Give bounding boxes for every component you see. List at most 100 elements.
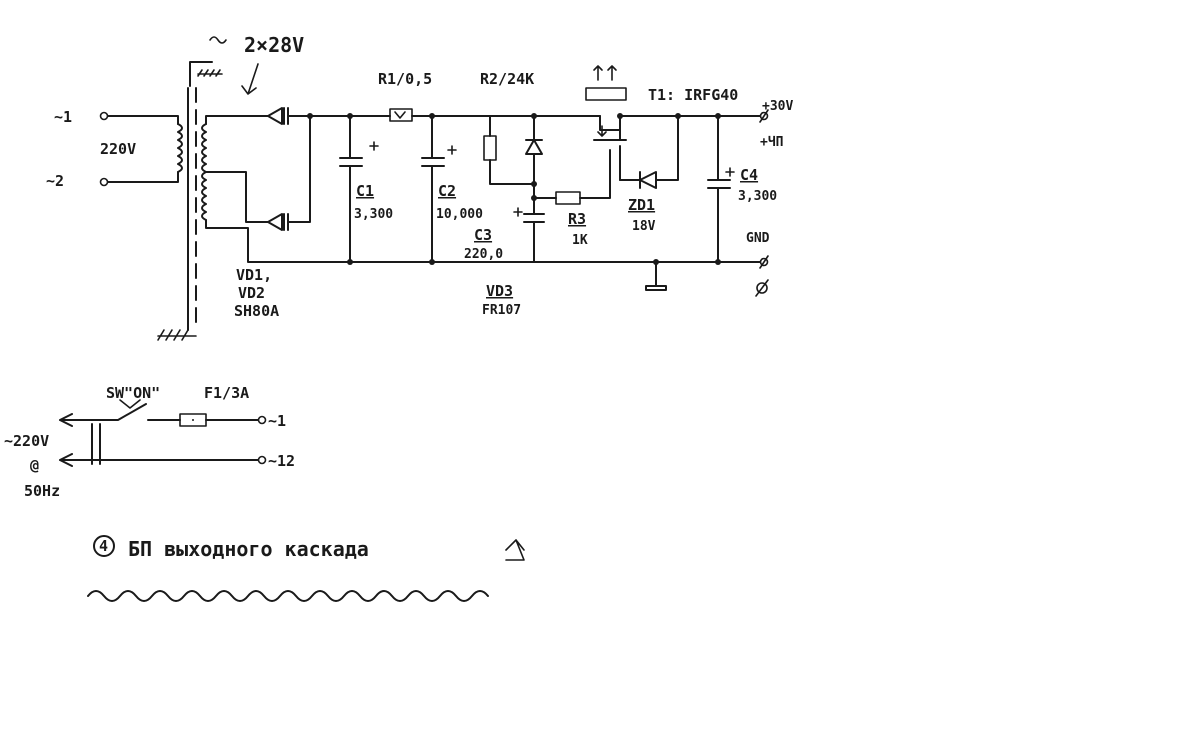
resistor-r1-mark [394,111,406,119]
label-vd3-part: FR107 [482,303,521,318]
label-mains-out-1: ~1 [268,412,286,430]
label-r1: R1/0,5 [378,70,432,88]
resistor-r1-icon [389,108,413,122]
label-input-2: ~2 [46,172,64,190]
plus-icon [447,145,457,155]
r2-wire-bottom [489,159,535,185]
label-diode-part: SH80A [234,302,279,320]
label-c1-value: 3,300 [354,207,393,222]
label-fuse: F1/3A [204,384,249,402]
circled-number-badge [93,535,115,557]
label-c4-name: C4 [740,166,758,184]
diode-vd2-icon [267,213,283,231]
transformer [99,36,761,341]
label-out-plus: +30V [762,99,793,114]
label-vd1: VD1, [236,266,272,284]
label-out-plus-2: +ЧП [760,135,783,150]
label-mains-at: @ [30,456,39,474]
label-caption: БП выходного каскада [128,537,369,561]
label-r3-name: R3 [568,210,586,228]
label-input-1: ~1 [54,108,72,126]
label-t1: T1: IRFG40 [648,86,738,104]
capacitor-c3-icon [523,213,545,263]
junction-dot [307,113,313,119]
primary-wire-bottom [107,171,179,183]
capacitor-c4-icon [707,115,731,263]
label-c3-name: C3 [474,226,492,244]
ground-rail [205,219,761,263]
junction-dot [429,113,435,119]
terminal-null-slash [755,279,769,297]
chassis-ground-icon [645,285,667,291]
label-vd2: VD2 [238,284,265,302]
junction-dot [429,259,435,265]
primary-wire-top [107,115,179,125]
bias-network [483,113,611,263]
secondary-top-wire [205,115,269,125]
mains-wire-2 [59,453,259,467]
output-terminal-plus [759,111,769,121]
terminal-slash-icon [759,255,769,269]
junction-dot [715,259,721,265]
screen-ground-wire [189,61,213,87]
rectifier-diodes [267,107,391,231]
label-mains-switch: SW"ON" [106,384,160,402]
tilde-icon [209,36,227,44]
diode-vd1-icon [267,107,283,125]
arrow-icon [241,63,259,95]
output-terminals [645,109,769,297]
heat-arrows-icon [593,65,617,81]
label-secondary-voltage: 2×28V [244,33,304,57]
junction-dot [653,259,659,265]
core-ground-icon [157,329,197,341]
caption-block [87,535,525,602]
capacitor-c2-icon [421,115,445,263]
junction-dot [347,113,353,119]
zener-zd1-icon [639,171,657,189]
label-zd1-value: 18V [632,219,656,234]
label-gnd: GND [746,231,770,246]
switch-actuator-icon [119,399,141,409]
mains-plug-icon [91,423,101,465]
label-c4-value: 3,300 [738,189,777,204]
label-mains-freq: 50Hz [24,482,60,500]
primary-coil [177,123,183,173]
mosfet-t1 [585,65,761,181]
zd1-wire-right [655,115,679,181]
resistor-r3-icon [555,191,581,205]
junction-dot [617,113,623,119]
junction-dot [531,181,537,187]
wavy-underline [87,590,489,602]
input-terminal-2 [99,177,109,187]
mosfet-drain [599,115,621,131]
capacitor-c1 [339,113,379,265]
diode-vd3-icon [525,139,543,155]
mains-terminal-2 [257,455,267,465]
zener-zd1 [619,113,681,189]
label-vd3-name: VD3 [486,282,513,300]
plus-icon [369,141,379,151]
heatsink-icon [585,87,627,101]
junction-dot [347,259,353,265]
label-c3-value: 220,0 [464,247,503,262]
mosfet-arrow-icon [597,125,607,137]
output-terminal-gnd [759,257,769,267]
capacitor-c2 [421,113,457,265]
label-r2: R2/24K [480,70,534,88]
caption-arrow-icon [505,539,525,561]
label-c2-value: 10,000 [436,207,483,222]
capacitor-c4 [707,113,735,265]
mains-input [59,399,267,467]
input-terminal-1 [99,111,109,121]
plus-icon [725,167,735,177]
plus-icon [513,207,523,217]
r3-wire-right [579,149,611,199]
capacitor-c1-icon [339,115,363,263]
junction-dot [531,113,537,119]
mains-terminal-1 [257,415,267,425]
label-mains-voltage: ~220V [4,432,49,450]
terminal-null-icon [756,282,768,294]
label-r3-value: 1K [572,233,588,248]
resistor-r2-icon [483,135,497,161]
